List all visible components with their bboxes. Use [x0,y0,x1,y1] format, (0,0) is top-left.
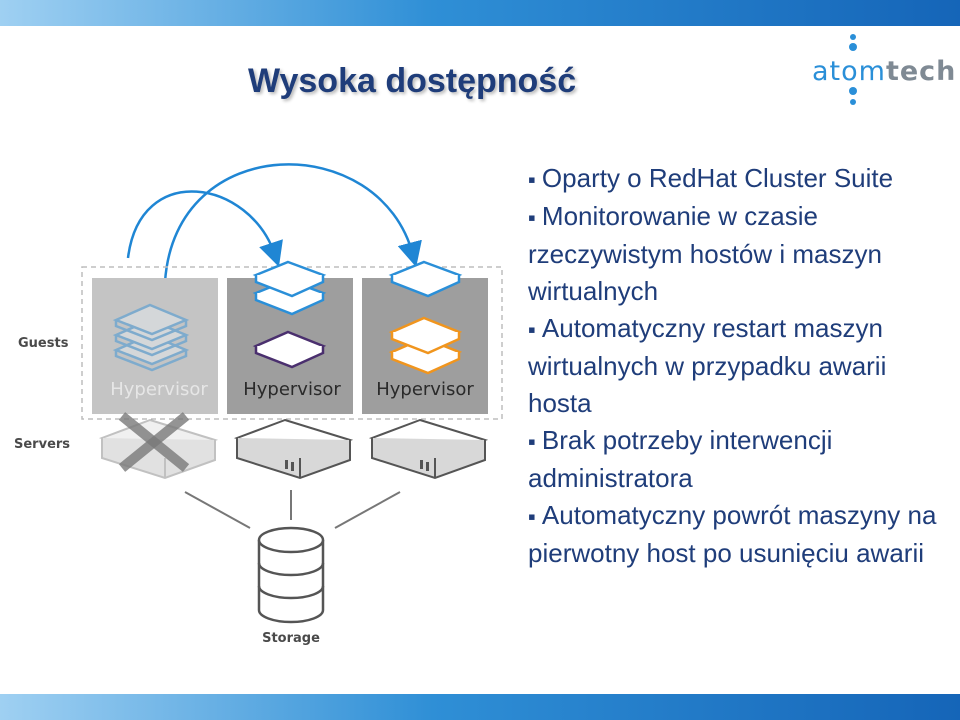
failed-server-x-icon [118,412,190,472]
bullet-item: Brak potrzeby interwencji administratora [528,422,948,497]
logo-text: atomtech [812,56,956,87]
slide-title: Wysoka dostępność [248,62,577,100]
logo-dots-icon [849,34,857,105]
vm-blue-migrated-1 [252,260,327,316]
migration-arrow-1 [126,190,283,267]
bottom-gradient-bar [0,694,960,720]
server-2 [233,418,354,480]
atomtech-logo: atomtech [800,30,960,110]
faded-vm-stack [112,303,190,372]
hypervisor-panel-1 [92,278,218,414]
logo-text-bold: tech [885,56,957,87]
storage-database-icon [257,526,325,624]
storage-link-3 [334,491,401,529]
bullet-item: Automatyczny powrót maszyny na pierwotny… [528,497,948,572]
server-3 [368,418,489,480]
top-gradient-bar [0,0,960,26]
hypervisor-label-3: Hypervisor [376,379,474,400]
feature-bullet-list: Oparty o RedHat Cluster Suite Monitorowa… [528,160,948,572]
ha-cluster-diagram: Guests Servers Hypervisor Hypervisor Hyp… [14,163,503,646]
hypervisor-label-2: Hypervisor [243,379,341,400]
bullet-item: Monitorowanie w czasie rzeczywistym host… [528,198,948,310]
migration-arrow-2 [163,163,422,283]
bullet-item: Automatyczny restart maszyn wirtualnych … [528,310,948,422]
vm-blue-migrated-2 [388,260,463,298]
vm-purple [252,330,327,369]
servers-label: Servers [14,437,70,452]
vm-orange-stack [388,316,463,375]
hypervisor-label-1: Hypervisor [110,379,208,400]
storage-label: Storage [262,631,320,646]
guests-label: Guests [18,336,69,351]
logo-text-light: atom [812,56,886,87]
bullet-item: Oparty o RedHat Cluster Suite [528,160,948,198]
storage-link-1 [184,491,251,529]
